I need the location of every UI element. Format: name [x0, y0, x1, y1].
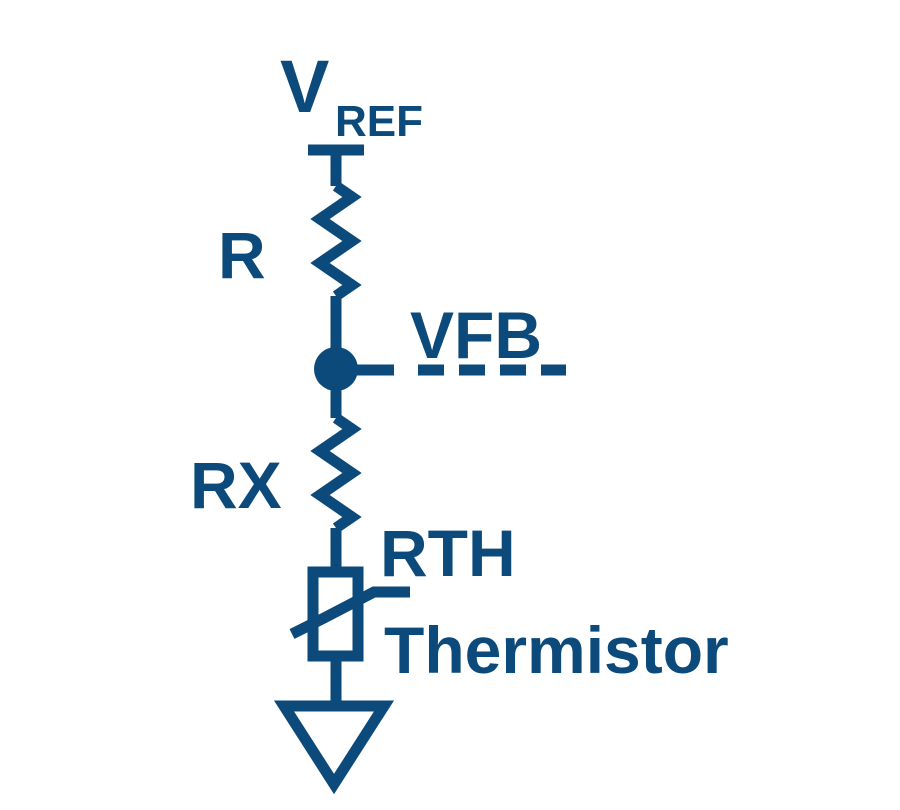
vref-label-subscript: REF — [335, 97, 423, 146]
rth-label: RTH — [380, 516, 516, 590]
ground-icon — [273, 700, 395, 795]
vref-label: V REF — [280, 45, 423, 146]
resistor-rx-icon — [310, 413, 362, 533]
thermistor-slash — [289, 586, 410, 639]
thermistor-label: Thermistor — [384, 613, 729, 687]
resistor-r-icon — [310, 181, 362, 301]
vfb-label: VFB — [410, 298, 542, 372]
resistor-rx-label: RX — [190, 448, 282, 522]
resistor-r-label: R — [218, 218, 266, 292]
vref-label-main: V — [280, 45, 329, 128]
